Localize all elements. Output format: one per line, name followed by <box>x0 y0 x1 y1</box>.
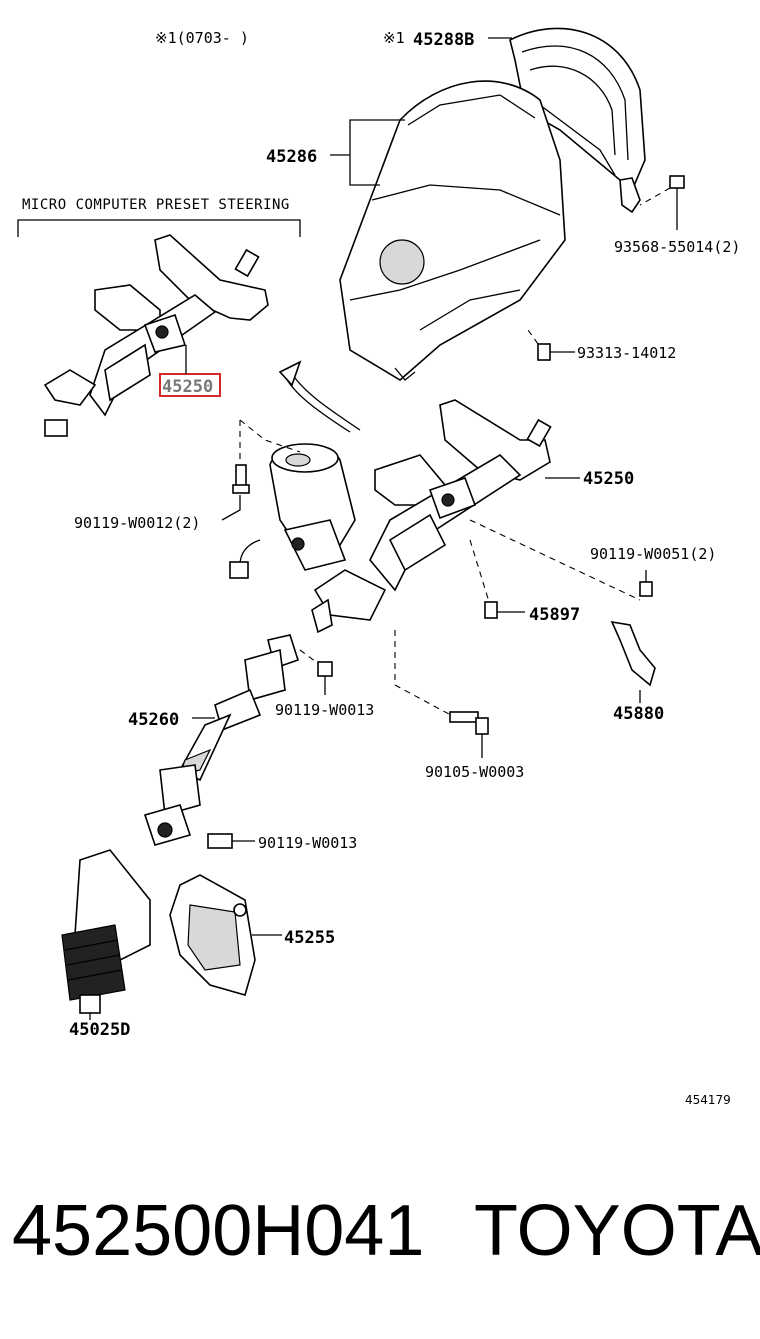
steering-column-small-drawing <box>43 234 269 437</box>
micro-computer-bracket <box>17 219 301 237</box>
column-hole-cover-drawing <box>169 874 282 996</box>
column-hole-boot-drawing <box>61 849 151 1020</box>
part-label-45286[interactable]: 45286 <box>266 147 317 167</box>
assembly-direction-arrow <box>278 360 361 433</box>
part-label-45250[interactable]: 45250 <box>583 469 634 489</box>
assist-motor-drawing <box>229 443 356 579</box>
part-label-45025d[interactable]: 45025D <box>69 1020 130 1040</box>
guide-line-3 <box>394 630 461 721</box>
bolt-90105-w0003-drawing <box>449 711 489 758</box>
part-label-93313-14012[interactable]: 93313-14012 <box>577 344 676 362</box>
bolt-45897-drawing <box>484 601 525 619</box>
screw-93313-drawing <box>527 329 575 361</box>
micro-computer-preset-label: MICRO COMPUTER PRESET STEERING <box>22 197 290 213</box>
footer-brand: TOYOTA <box>474 1191 760 1271</box>
guide-line-1 <box>239 419 301 453</box>
part-label-45880[interactable]: 45880 <box>613 704 664 724</box>
part-label-90119-w0012[interactable]: 90119-W0012(2) <box>74 514 200 532</box>
bolt-90119-w0012-drawing <box>221 464 250 521</box>
intermediate-shaft-drawing <box>143 634 299 846</box>
callout-bracket-45286 <box>349 119 405 186</box>
part-label-45897[interactable]: 45897 <box>529 605 580 625</box>
part-label-90119-w0013-b[interactable]: 90119-W0013 <box>258 834 357 852</box>
note-date-range: ※1(0703- ) <box>155 29 249 47</box>
bolt-90119-w0051-drawing <box>639 570 653 597</box>
bolt-90119-w0013-b-drawing <box>207 833 255 849</box>
part-label-90119-w0051[interactable]: 90119-W0051(2) <box>590 545 716 563</box>
footer-part-number: 452500H041 <box>12 1191 424 1271</box>
lower-column-cover-drawing <box>339 80 566 381</box>
part-label-45260[interactable]: 45260 <box>128 710 179 730</box>
guide-line-2 <box>469 519 641 601</box>
part-label-45255[interactable]: 45255 <box>284 928 335 948</box>
steering-column-main-drawing <box>311 399 552 634</box>
part-label-90119-w0013-a[interactable]: 90119-W0013 <box>275 701 374 719</box>
part-label-93568-55014[interactable]: 93568-55014(2) <box>614 238 740 256</box>
bolt-90119-w0013-a-drawing <box>317 661 333 695</box>
note-marker: ※1 <box>383 29 405 47</box>
screw-93568-drawing <box>639 175 685 230</box>
part-label-45288b[interactable]: 45288B <box>413 30 474 50</box>
bracket-45880-drawing <box>610 620 656 703</box>
part-label-45250-highlight[interactable]: 45250 <box>162 377 213 397</box>
highlight-box <box>159 373 221 397</box>
figure-reference-number: 454179 <box>685 1093 731 1107</box>
part-label-90105-w0003[interactable]: 90105-W0003 <box>425 763 524 781</box>
upper-column-cover-drawing <box>509 27 646 214</box>
